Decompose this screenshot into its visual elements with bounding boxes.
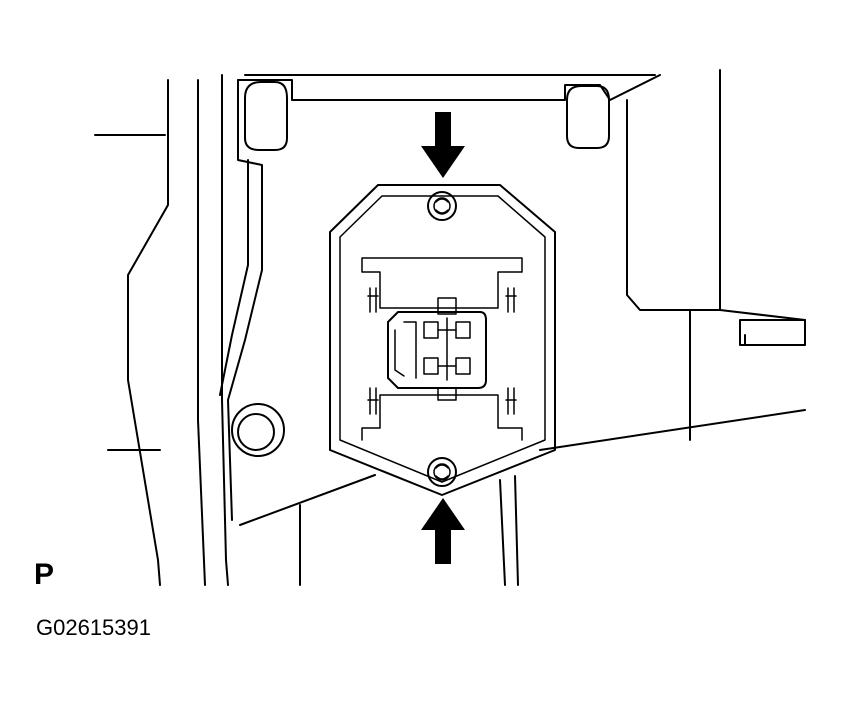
figure-code: G02615391 [36, 615, 151, 640]
top-frame [237, 74, 661, 151]
right-housing-structure [239, 69, 806, 586]
side-clips [367, 287, 517, 415]
resistor-bracket [329, 184, 556, 496]
left-housing-structure [94, 74, 285, 586]
resistor-connector [387, 297, 487, 401]
arrow-down-icon [421, 112, 465, 178]
arrow-up-icon [421, 498, 465, 564]
corner-label: P [34, 558, 55, 591]
upper-screw [427, 191, 457, 221]
lower-screw [427, 457, 457, 487]
